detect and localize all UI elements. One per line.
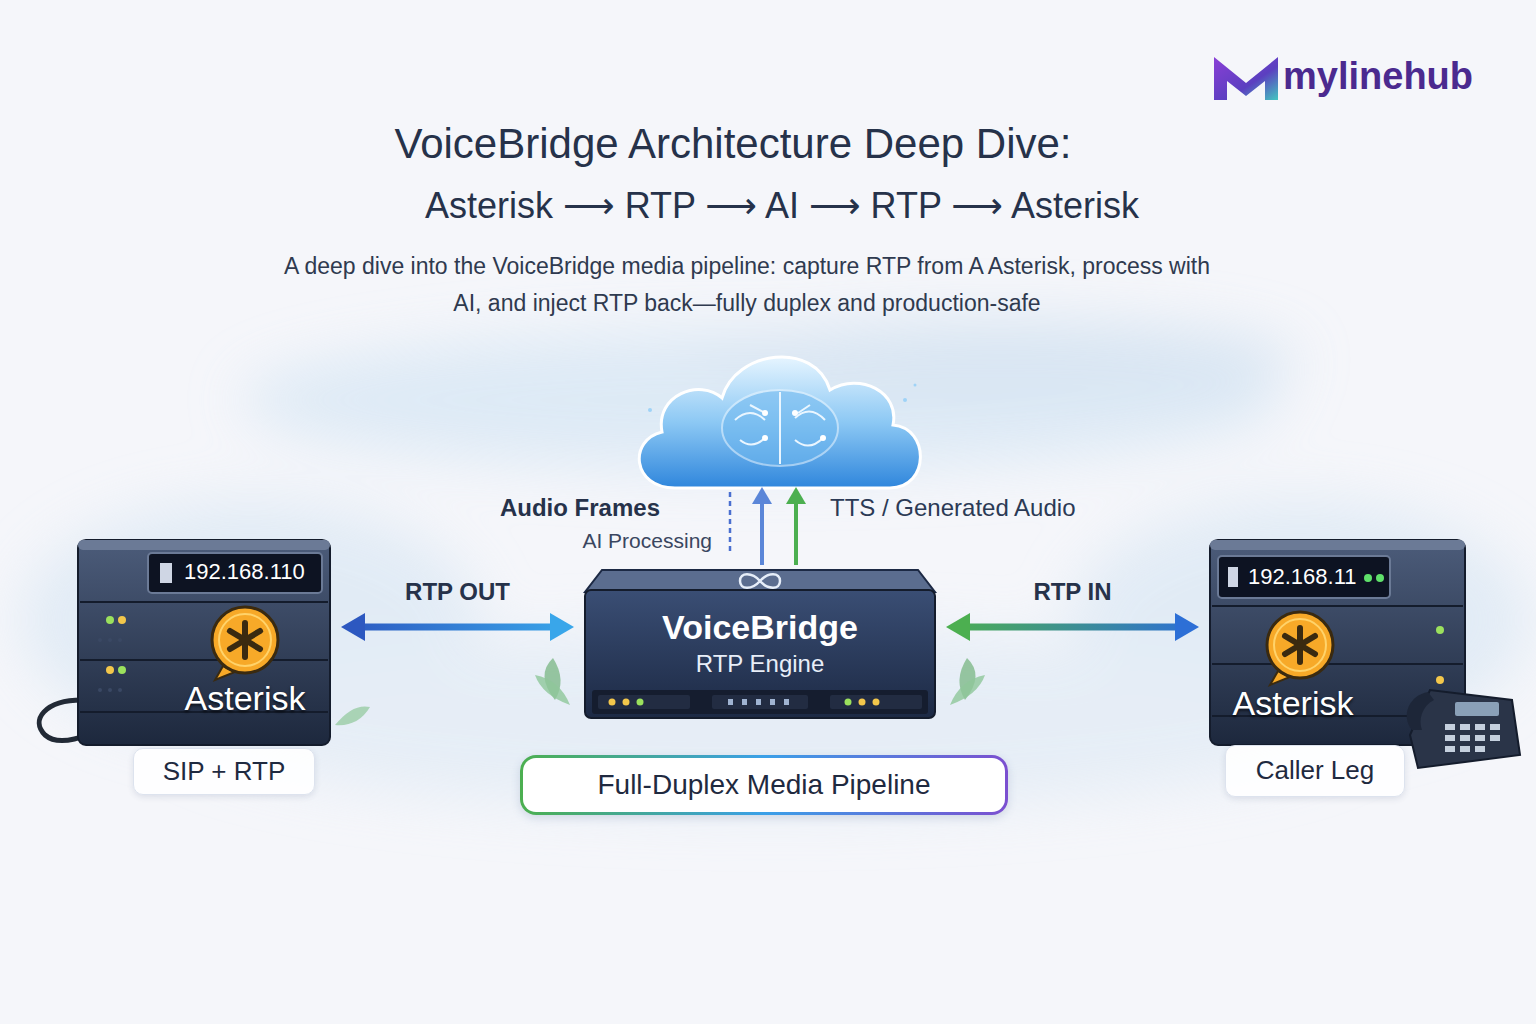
diagram-title: VoiceBridge Architecture Deep Dive: [0,119,1466,169]
ai-cloud [639,357,920,488]
server-name: Asterisk [1193,683,1393,724]
node-label: SIP + RTP [163,756,286,787]
diagram-caption: A deep dive into the VoiceBridge media p… [277,248,1217,322]
rtp-engine-box: VoiceBridgeRTP Engine [585,570,935,720]
logo-icon [1214,57,1278,100]
server-illustration [1210,540,1520,768]
ip-address: 192.168.110 [184,559,305,585]
server-name: Asterisk [145,678,345,719]
edge-label: RTP OUT [348,578,568,607]
ip-address: 192.168.11 [1248,564,1356,590]
node-label: Full-Duplex Media Pipeline [597,768,930,802]
engine-illustration [335,570,985,725]
duplex-arrow [946,613,1199,641]
asterisk-server: 192.168.110Asterisk [78,535,330,745]
brand-logo-text: mylinehub [1283,54,1473,100]
pipeline-pill: Full-Duplex Media Pipeline [520,755,1008,815]
engine-name: VoiceBridge [585,607,935,648]
asterisk-server: 192.168.11Asterisk [1210,535,1465,745]
engine-subtitle: RTP Engine [585,650,935,679]
tag-pill: Caller Leg [1225,745,1405,797]
edge-label: RTP IN [963,578,1183,607]
flow-label: Audio Frames [420,494,660,523]
flow-label: TTS / Generated Audio [830,494,1075,523]
ai-arrows [730,487,806,565]
duplex-arrow [341,613,574,641]
tag-pill: SIP + RTP [133,748,315,795]
phone-icon [1407,690,1520,768]
flow-summary: Asterisk ⟶ RTP ⟶ AI ⟶ RTP ⟶ Asterisk [282,184,1282,227]
node-label: Caller Leg [1256,755,1375,786]
mist [20,320,1530,810]
flow-note: AI Processing [520,528,712,553]
